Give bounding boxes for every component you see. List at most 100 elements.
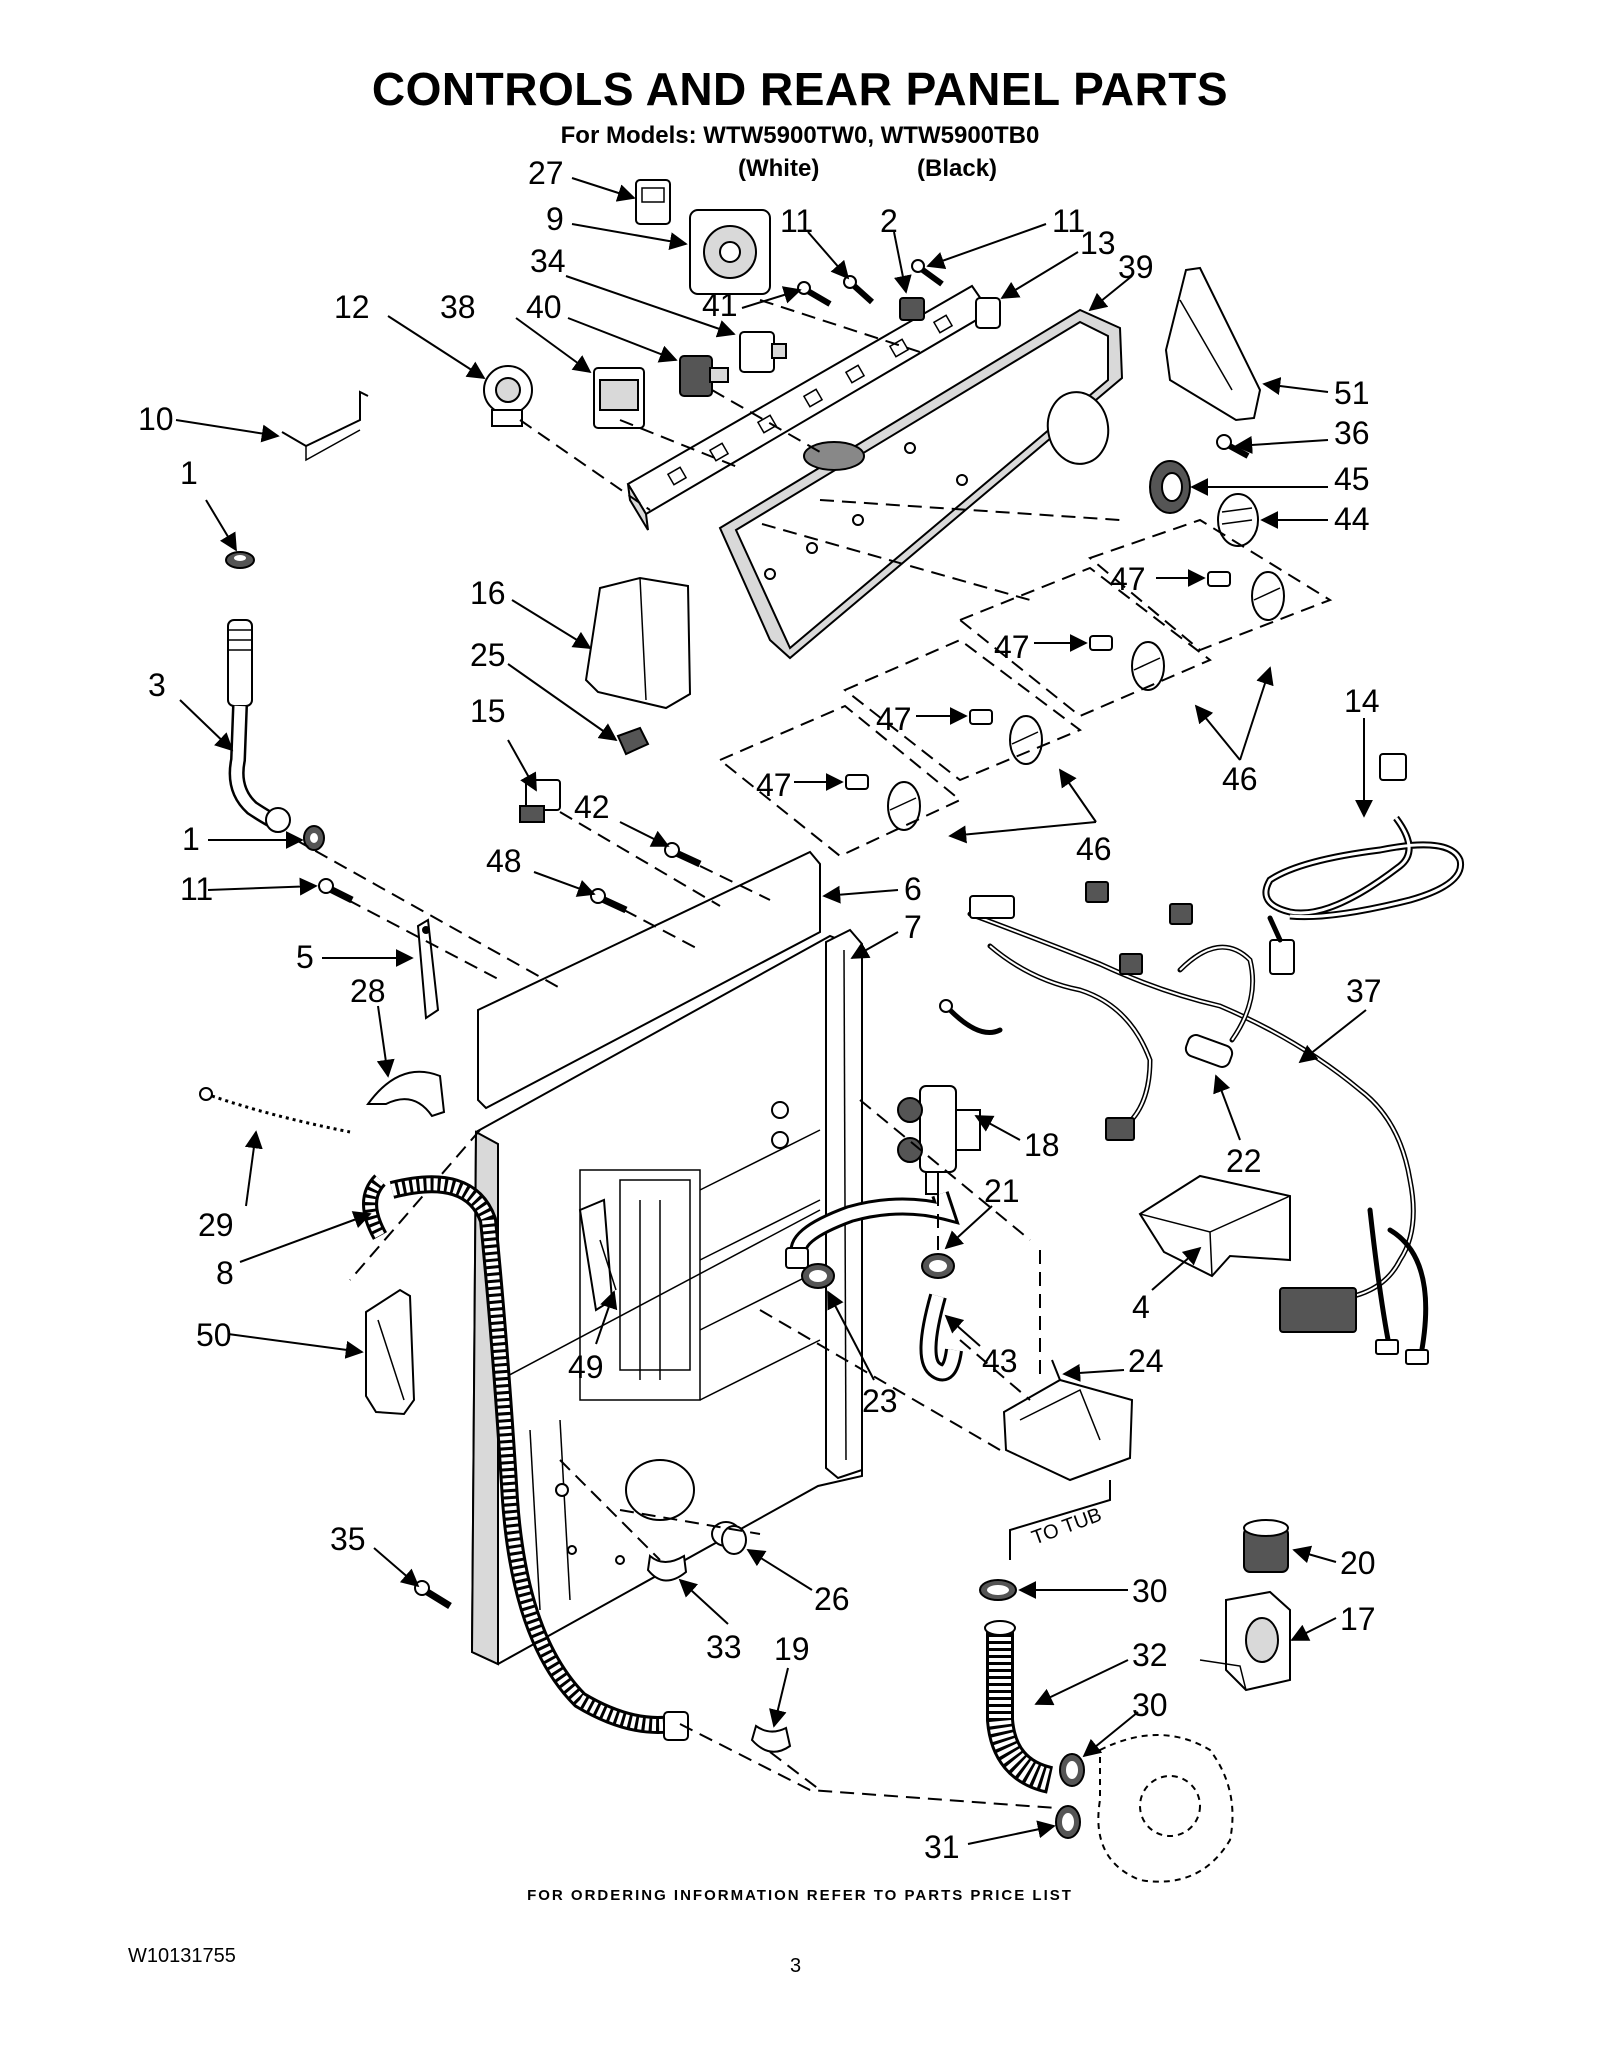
callout-21: 21 <box>984 1173 1020 1209</box>
part-15-connector <box>519 779 561 823</box>
callout-5: 5 <box>296 939 314 975</box>
callout-32: 32 <box>1132 1637 1168 1673</box>
part-19-clamp <box>750 1724 792 1753</box>
part-18-water-valve <box>897 1085 981 1195</box>
part-27-switch <box>635 179 671 225</box>
callout-34: 34 <box>530 243 566 279</box>
selector-knob-44 <box>1217 493 1259 547</box>
callout-38: 38 <box>440 289 476 325</box>
part-43-inlet-hose <box>785 1191 963 1382</box>
part-37-wire-harness <box>939 881 1429 1365</box>
callout-25: 25 <box>470 637 506 673</box>
callout-15: 15 <box>470 693 506 729</box>
part-50-hose-guide <box>365 1288 416 1416</box>
part-20-capacitor <box>1243 1519 1289 1573</box>
callout-13: 13 <box>1080 225 1116 261</box>
callout-7: 7 <box>904 909 922 945</box>
screw-11b <box>911 259 944 287</box>
part-25-clip <box>616 726 650 756</box>
part-17-pump <box>1199 1590 1291 1692</box>
callout-3: 3 <box>148 667 166 703</box>
callout-44: 44 <box>1334 501 1370 537</box>
console-panel <box>718 308 1124 660</box>
callout-2: 2 <box>880 203 898 239</box>
part-5-clamp <box>416 918 440 1020</box>
callout-27: 27 <box>528 155 564 191</box>
part-31-clamp <box>1055 1805 1081 1839</box>
screw-35 <box>414 1580 452 1609</box>
callout-22: 22 <box>1226 1143 1262 1179</box>
callout-39: 39 <box>1118 249 1154 285</box>
document-number: W10131755 <box>128 1945 236 1967</box>
part-30-clamp-top <box>979 1579 1017 1601</box>
callout-labels: 27 9 11 2 11 13 39 34 41 12 38 40 51 10 … <box>138 155 1382 1865</box>
screw-48 <box>590 888 628 914</box>
part-24-dispenser <box>1002 1359 1134 1482</box>
part-51-bracket <box>1164 266 1262 422</box>
callout-18: 18 <box>1024 1127 1060 1163</box>
part-10-bracket <box>281 390 369 462</box>
callout-37: 37 <box>1346 973 1382 1009</box>
part-13-bracket <box>975 297 1001 329</box>
callout-12: 12 <box>334 289 370 325</box>
page-title: CONTROLS AND REAR PANEL PARTS <box>371 63 1229 115</box>
callout-47: 47 <box>876 701 912 737</box>
callout-36: 36 <box>1334 415 1370 451</box>
callout-31: 31 <box>924 1829 960 1865</box>
callout-28: 28 <box>350 973 386 1009</box>
knob-set-4 <box>845 774 921 831</box>
part-40-switch <box>679 355 729 397</box>
callout-26: 26 <box>814 1581 850 1617</box>
to-tub-bracket: TO TUB <box>1009 1480 1111 1560</box>
knob-set-1 <box>1207 571 1285 621</box>
callout-10: 10 <box>138 401 174 437</box>
part-38-switch <box>593 367 645 429</box>
callout-35: 35 <box>330 1521 366 1557</box>
part-14-power-cord <box>1262 753 1465 975</box>
callout-30: 30 <box>1132 1687 1168 1723</box>
callout-48: 48 <box>486 843 522 879</box>
callout-30: 30 <box>1132 1573 1168 1609</box>
leader-arrows <box>175 177 1373 1845</box>
screw-11a <box>843 275 875 305</box>
callout-50: 50 <box>196 1317 232 1353</box>
part-33-clamp <box>646 1554 688 1582</box>
callout-11: 11 <box>780 203 813 239</box>
callout-1: 1 <box>182 821 200 857</box>
callout-20: 20 <box>1340 1545 1376 1581</box>
ordering-note: FOR ORDERING INFORMATION REFER TO PARTS … <box>527 1887 1073 1904</box>
callout-33: 33 <box>706 1629 742 1665</box>
callout-1: 1 <box>180 455 198 491</box>
part-12-pressure-switch <box>483 365 533 427</box>
part-16-housing <box>584 576 692 710</box>
part-30-clamp-bottom <box>1059 1753 1085 1787</box>
part-8-drain-hose <box>362 1174 689 1741</box>
screw-42 <box>664 842 702 868</box>
part-9-timer <box>689 209 771 295</box>
variant-white-label: (White) <box>738 155 820 182</box>
part-2-clip <box>899 297 925 321</box>
part-34-switch <box>739 331 787 373</box>
callout-14: 14 <box>1344 683 1380 719</box>
part-1-washer-top <box>225 551 255 569</box>
callout-49: 49 <box>568 1349 604 1385</box>
callout-43: 43 <box>982 1343 1018 1379</box>
part-29-strap <box>199 1087 351 1134</box>
callout-51: 51 <box>1334 375 1370 411</box>
callout-11: 11 <box>180 871 213 907</box>
callout-41: 41 <box>702 287 738 323</box>
to-tub-label: TO TUB <box>1029 1504 1105 1550</box>
callout-46: 46 <box>1076 831 1112 867</box>
part-21-clamp <box>921 1253 955 1279</box>
knob-set-2 <box>1089 635 1165 691</box>
part-3-fill-hose <box>227 619 291 833</box>
callout-9: 9 <box>546 201 564 237</box>
callout-46: 46 <box>1222 761 1258 797</box>
callout-6: 6 <box>904 871 922 907</box>
callout-47: 47 <box>756 767 792 803</box>
page-number: 3 <box>790 1955 802 1977</box>
callout-23: 23 <box>862 1383 898 1419</box>
part-22-capacitor <box>1184 1034 1234 1068</box>
part-28-cover <box>366 1070 446 1118</box>
part-4-deflector <box>1138 1174 1291 1278</box>
